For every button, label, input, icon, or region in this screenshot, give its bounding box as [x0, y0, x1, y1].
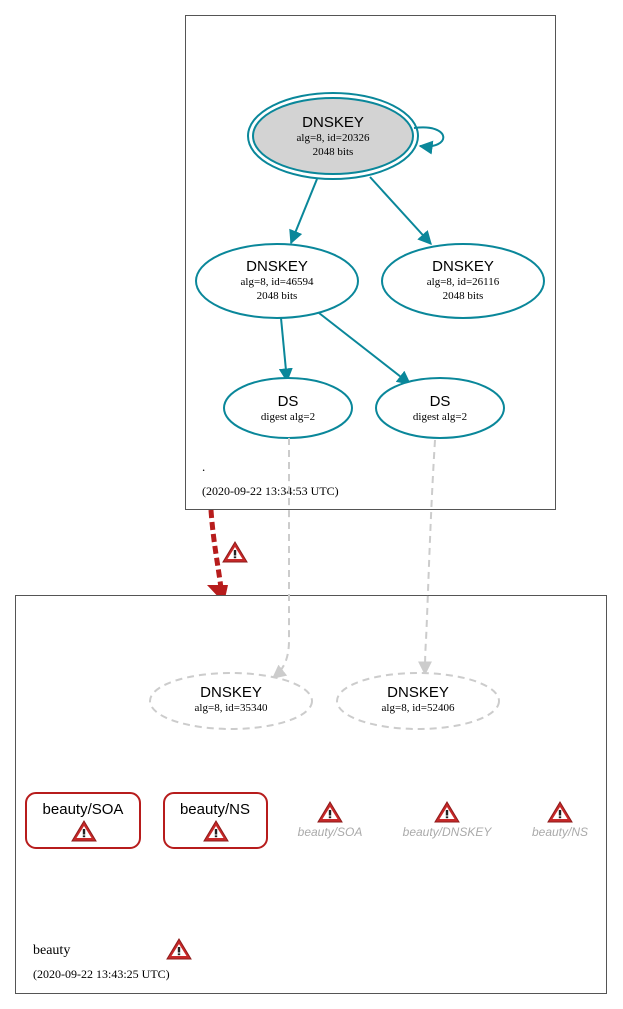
beauty-dnskey-1-line1: alg=8, id=35340 [195, 702, 268, 714]
ds-1-to-dnskey-1-edge [271, 438, 291, 679]
zsk-b-title: DNSKEY [432, 258, 494, 275]
ds-2-to-dnskey-2-edge [418, 439, 436, 676]
ksk-title: DNSKEY [302, 114, 364, 131]
missing-dnskey-node[interactable]: beauty/DNSKEY [403, 801, 493, 839]
missing-dnskey-label: beauty/DNSKEY [403, 825, 493, 839]
beauty-zone-timestamp: (2020-09-22 13:43:25 UTC) [33, 967, 170, 981]
zsk-a-to-ds-1-edge [278, 317, 293, 383]
missing-ns-node[interactable]: beauty/NS [532, 801, 588, 839]
beauty-dnskey-1-title: DNSKEY [200, 684, 262, 701]
ds-node-1[interactable]: DS digest alg=2 [223, 377, 353, 439]
rrset-ns-node[interactable]: beauty/NS [163, 792, 268, 849]
ksk-line1: alg=8, id=20326 [297, 132, 370, 144]
ksk-to-zsk-b-edge [369, 176, 432, 246]
zsk-b-line2: 2048 bits [443, 290, 484, 302]
rrset-soa-label: beauty/SOA [43, 801, 124, 818]
delegation-warning-icon[interactable] [222, 541, 248, 563]
zsk-a-title: DNSKEY [246, 258, 308, 275]
rrset-soa-node[interactable]: beauty/SOA [25, 792, 141, 849]
zsk-a-line2: 2048 bits [257, 290, 298, 302]
zsk-b-line1: alg=8, id=26116 [427, 276, 500, 288]
zsk-a-to-ds-2-edge [318, 312, 412, 385]
missing-soa-label: beauty/SOA [298, 825, 363, 839]
delegation-edge [208, 509, 224, 589]
ds-1-title: DS [278, 393, 299, 410]
ds-2-title: DS [430, 393, 451, 410]
beauty-zone-name: beauty [33, 943, 70, 958]
ksk-to-zsk-a-edge [289, 178, 318, 245]
missing-ns-label: beauty/NS [532, 825, 588, 839]
missing-soa-node[interactable]: beauty/SOA [298, 801, 363, 839]
dnskey-zsk-b-node[interactable]: DNSKEY alg=8, id=26116 2048 bits [381, 243, 545, 319]
root-zone-timestamp: (2020-09-22 13:34:53 UTC) [202, 484, 339, 498]
ksk-line2: 2048 bits [313, 146, 354, 158]
ksk-self-signature-edge [413, 126, 445, 155]
ds-2-line1: digest alg=2 [413, 411, 467, 423]
dnskey-ksk-node[interactable]: DNSKEY alg=8, id=20326 2048 bits [247, 92, 419, 180]
ds-1-line1: digest alg=2 [261, 411, 315, 423]
beauty-dnskey-node-1[interactable]: DNSKEY alg=8, id=35340 [149, 672, 313, 730]
beauty-dnskey-node-2[interactable]: DNSKEY alg=8, id=52406 [336, 672, 500, 730]
beauty-dnskey-2-title: DNSKEY [387, 684, 449, 701]
zsk-a-line1: alg=8, id=46594 [241, 276, 314, 288]
root-zone-name: . [202, 459, 205, 474]
rrset-ns-label: beauty/NS [180, 801, 250, 818]
ds-node-2[interactable]: DS digest alg=2 [375, 377, 505, 439]
dnskey-zsk-a-node[interactable]: DNSKEY alg=8, id=46594 2048 bits [195, 243, 359, 319]
beauty-dnskey-2-line1: alg=8, id=52406 [382, 702, 455, 714]
